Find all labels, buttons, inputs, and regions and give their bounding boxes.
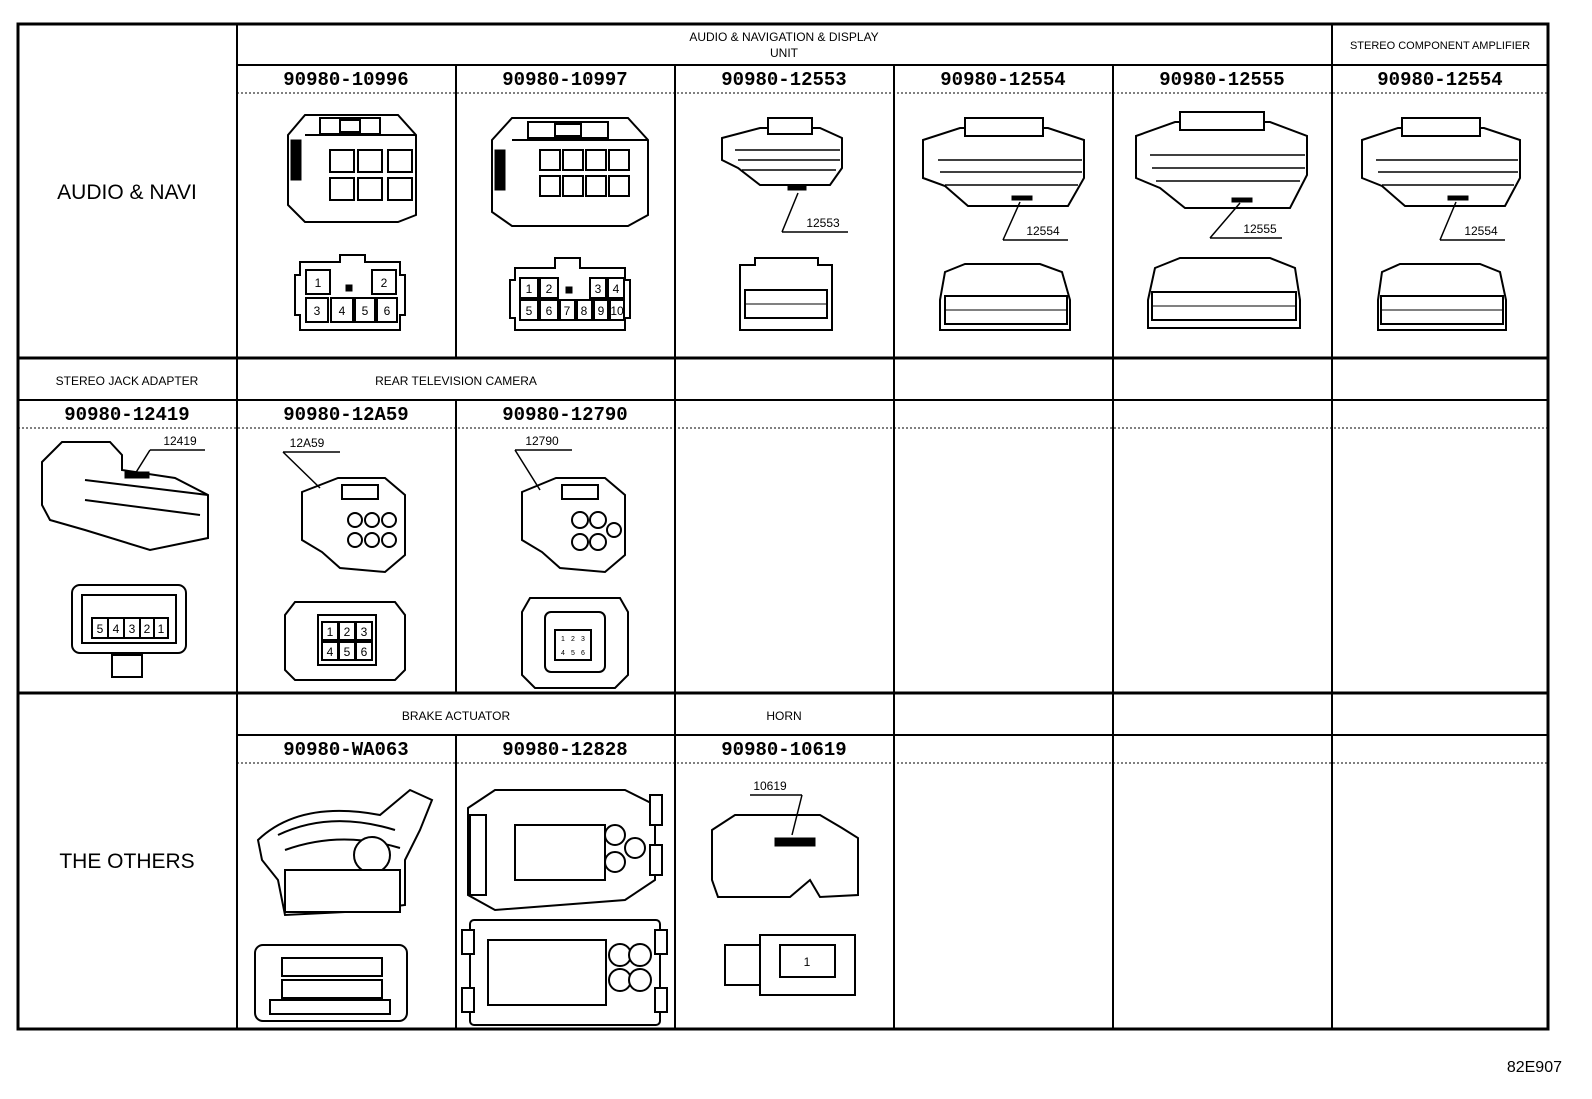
part-number: 90980-12A59 [283, 404, 408, 426]
pin-label: 3 [129, 622, 136, 636]
pin-label: 6 [581, 650, 585, 657]
group-audio-nav-header: AUDIO & NAVIGATION & DISPLAY [689, 30, 878, 44]
pin-label: 4 [613, 282, 620, 296]
part-number: 90980-12419 [64, 404, 189, 426]
connector-12554-iso [922, 117, 1085, 207]
callout-label: 12A59 [290, 436, 325, 450]
connector-10619-face: 1 [724, 934, 856, 996]
callout-12554-amp: 12554 [1439, 201, 1505, 241]
callout-label: 12555 [1243, 222, 1277, 236]
connector-12555-iso [1135, 111, 1308, 209]
callout-12555: 12555 [1209, 202, 1282, 239]
pin-label: 5 [97, 622, 104, 636]
callout-label: 10619 [753, 779, 787, 793]
callout-12419: 12419 [134, 434, 205, 475]
connector-12828-face [461, 919, 668, 1026]
callout-label: 12554 [1464, 224, 1498, 238]
pin-label: 2 [381, 276, 388, 290]
pin-label: 3 [581, 636, 585, 643]
connector-10996-iso [287, 114, 417, 223]
connector-10997-face: 1 2 3 4 5 6 7 8 9 10 [509, 257, 631, 331]
pin-label: 10 [610, 304, 624, 318]
pin-label: 1 [804, 955, 811, 969]
connector-10997-iso [491, 117, 649, 227]
pin-label: 4 [561, 650, 565, 657]
pin-label: 5 [526, 304, 533, 318]
pin-label: 2 [571, 636, 575, 643]
pin-label: 1 [327, 625, 334, 639]
pin-label: 3 [595, 282, 602, 296]
part-number: 90980-WA063 [283, 739, 408, 761]
pin-label: 8 [581, 304, 588, 318]
drawing-id: 82E907 [1506, 1059, 1562, 1076]
connector-12419-iso [41, 441, 209, 552]
connector-12554-face [939, 263, 1071, 331]
connector-12553-iso [721, 117, 843, 191]
group-stereo-amp-header: STEREO COMPONENT AMPLIFIER [1350, 40, 1530, 52]
connector-10619-iso [711, 814, 859, 899]
table-grid [16, 22, 1550, 1031]
connector-12554-amp-face [1377, 263, 1507, 331]
pin-label: 4 [327, 645, 334, 659]
group-horn-header: HORN [766, 709, 801, 723]
pin-label: 2 [546, 282, 553, 296]
connector-12828-iso [467, 789, 663, 912]
pin-label: 4 [113, 622, 120, 636]
pin-label: 5 [344, 645, 351, 659]
part-number: 90980-12554 [940, 69, 1065, 91]
pin-label: 1 [561, 636, 565, 643]
pin-label: 3 [314, 304, 321, 318]
pin-label: 1 [158, 622, 165, 636]
pin-label: 1 [315, 276, 322, 290]
group-stereo-jack-header: STEREO JACK ADAPTER [56, 374, 199, 388]
part-number: 90980-12554 [1377, 69, 1502, 91]
callout-12554: 12554 [1002, 201, 1068, 241]
group-rear-camera-header: REAR TELEVISION CAMERA [375, 374, 537, 388]
connector-10996-face: 1 2 3 4 5 6 [294, 254, 406, 331]
category-audio-navi: AUDIO & NAVI [57, 181, 197, 204]
pin-label: 6 [361, 645, 368, 659]
callout-12790: 12790 [514, 434, 572, 491]
part-number: 90980-12828 [502, 739, 627, 761]
part-number: 90980-12553 [721, 69, 846, 91]
pin-label: 4 [339, 304, 346, 318]
pin-label: 5 [571, 650, 575, 657]
connector-12A59-iso [301, 477, 406, 574]
connector-12790-face: 1 2 3 4 5 6 [521, 597, 629, 689]
pin-label: 2 [344, 625, 351, 639]
connector-12553-face [739, 257, 833, 331]
part-number: 90980-10997 [502, 69, 627, 91]
category-the-others: THE OTHERS [59, 850, 194, 873]
group-brake-header: BRAKE ACTUATOR [402, 709, 511, 723]
pin-label: 6 [546, 304, 553, 318]
part-number: 90980-10996 [283, 69, 408, 91]
callout-10619: 10619 [750, 779, 803, 836]
callout-label: 12553 [806, 216, 840, 230]
pin-label: 5 [362, 304, 369, 318]
connector-WA063-iso [256, 788, 434, 917]
pin-label: 2 [144, 622, 151, 636]
group-audio-nav-header-line2: UNIT [770, 46, 799, 60]
callout-12553: 12553 [781, 192, 848, 233]
part-number: 90980-10619 [721, 739, 846, 761]
pin-label: 3 [361, 625, 368, 639]
callout-label: 12554 [1026, 224, 1060, 238]
part-number: 90980-12790 [502, 404, 627, 426]
connector-12A59-face: 1 2 3 4 5 6 [284, 601, 406, 681]
callout-label: 12790 [525, 434, 559, 448]
pin-label: 9 [598, 304, 605, 318]
pin-label: 1 [526, 282, 533, 296]
connector-WA063-face [254, 944, 408, 1022]
part-number: 90980-12555 [1159, 69, 1284, 91]
pin-label: 7 [564, 304, 571, 318]
callout-12A59: 12A59 [282, 436, 340, 489]
connector-12555-face [1147, 257, 1301, 329]
connector-12790-iso [521, 477, 626, 574]
connector-12554-amp-iso [1361, 117, 1521, 207]
connector-12419-face: 5 4 3 2 1 [71, 584, 187, 678]
pin-label: 6 [384, 304, 391, 318]
callout-label: 12419 [163, 434, 197, 448]
